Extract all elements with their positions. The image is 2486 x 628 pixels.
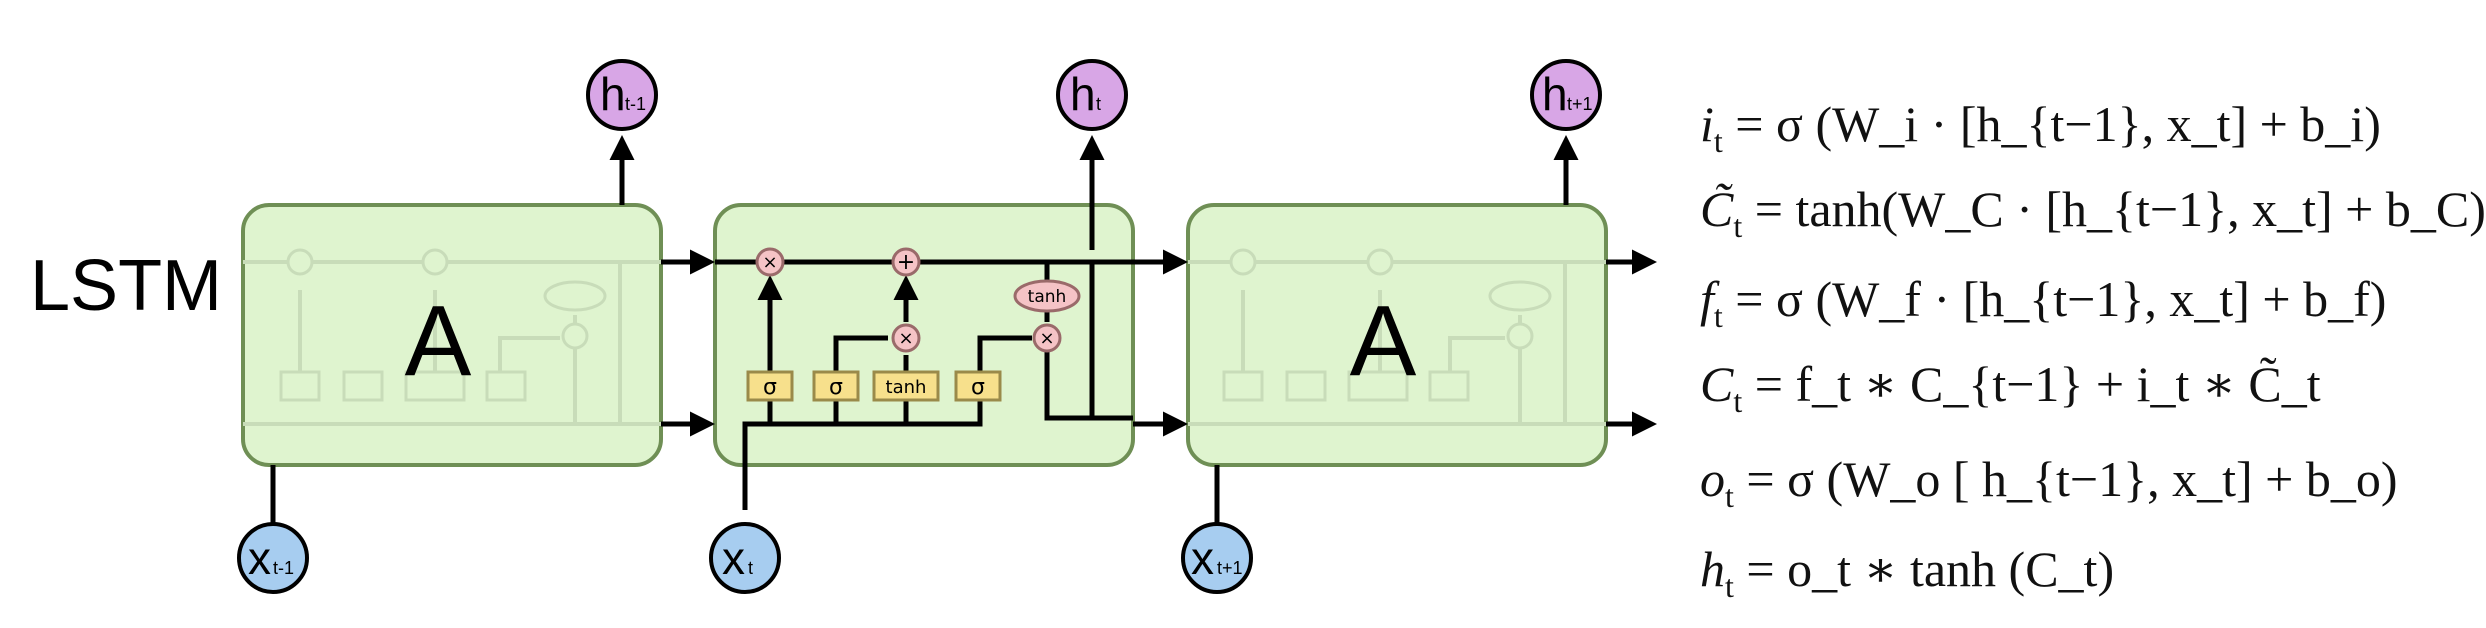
equation-input-gate: it = σ (W_i · [h_{t−1}, x_t] + b_i)	[1700, 95, 2381, 160]
equation-candidate: C̃t = tanh(W_C · [h_{t−1}, x_t] + b_C)	[1700, 180, 2486, 245]
connections	[270, 135, 1657, 525]
eq4-lhs: C	[1700, 356, 1734, 412]
input-nodes: x t-1 x t x t+1	[237, 522, 1253, 594]
lstm-diagram: A A	[237, 59, 1657, 594]
gate-input-sigma: σ	[829, 375, 843, 400]
cell-left-label: A	[405, 285, 472, 397]
x-next-sub: t+1	[1217, 558, 1243, 578]
cell-left: A	[241, 203, 663, 467]
h-prev-sub: t-1	[625, 94, 646, 114]
gate-forget-sigma: σ	[763, 375, 777, 400]
x-next-base: x	[1191, 532, 1214, 584]
eq1-lhs: i	[1700, 96, 1714, 152]
eq4-lhs-sub: t	[1733, 383, 1743, 419]
op-input-mult: ×	[898, 328, 913, 349]
op-forget-mult: ×	[762, 252, 777, 273]
equation-output-gate: ot = σ (W_o [ h_{t−1}, x_t] + b_o)	[1700, 450, 2398, 515]
page-title: LSTM	[30, 246, 223, 326]
eq3-lhs: f	[1700, 271, 1714, 327]
eq5-rhs: = σ (W_o [ h_{t−1}, x_t] + b_o)	[1746, 451, 2398, 507]
gate-candidate-tanh: tanh	[886, 377, 927, 398]
equation-cell-state: Ct = f_t ∗ C_{t−1} + i_t ∗ C̃_t	[1700, 355, 2321, 420]
eq5-lhs: o	[1700, 451, 1725, 507]
eq6-rhs: = o_t ∗ tanh (C_t)	[1746, 541, 2115, 597]
eq6-lhs-sub: t	[1725, 568, 1734, 604]
eq4-rhs: = f_t ∗ C_{t−1} + i_t ∗ C̃_t	[1754, 356, 2321, 412]
h-prev-base: h	[600, 68, 626, 120]
x-prev-base: x	[248, 532, 271, 584]
cell-right: A	[1186, 203, 1608, 467]
eq1-rhs: = σ (W_i · [h_{t−1}, x_t] + b_i)	[1735, 96, 2381, 152]
eq6-lhs: h	[1700, 541, 1725, 597]
eq2-lhs: C̃	[1700, 181, 1734, 237]
h-next-sub: t+1	[1567, 94, 1593, 114]
equation-hidden-state: ht = o_t ∗ tanh (C_t)	[1700, 540, 2114, 605]
eq2-rhs: = tanh(W_C · [h_{t−1}, x_t] + b_C)	[1754, 181, 2486, 237]
h-cur-base: h	[1070, 68, 1096, 120]
op-tanh: tanh	[1028, 287, 1067, 307]
x-cur-base: x	[722, 532, 745, 584]
eq2-lhs-sub: t	[1733, 208, 1743, 244]
output-nodes: h t-1 h t h t+1	[586, 59, 1602, 131]
op-add: +	[897, 250, 915, 275]
op-output-mult: ×	[1039, 328, 1054, 349]
x-cur-sub: t	[748, 558, 753, 578]
eq1-lhs-sub: t	[1713, 123, 1723, 159]
cell-right-label: A	[1350, 285, 1417, 397]
middle-gates: σ σ tanh σ × + × × tanh	[746, 247, 1081, 402]
gate-output-sigma: σ	[971, 375, 985, 400]
h-next-base: h	[1542, 68, 1568, 120]
eq5-lhs-sub: t	[1725, 478, 1734, 514]
eq3-rhs: = σ (W_f · [h_{t−1}, x_t] + b_f)	[1735, 271, 2387, 327]
eq3-lhs-sub: t	[1713, 298, 1723, 334]
equation-forget-gate: ft = σ (W_f · [h_{t−1}, x_t] + b_f)	[1700, 270, 2386, 335]
x-prev-sub: t-1	[273, 558, 294, 578]
h-cur-sub: t	[1096, 94, 1101, 114]
